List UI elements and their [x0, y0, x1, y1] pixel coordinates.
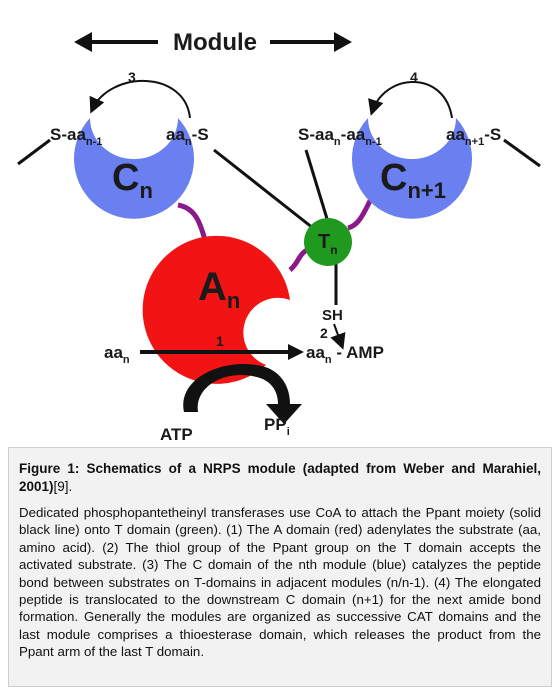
step-3-label: 3 — [128, 69, 136, 85]
label-ppi: PPi — [264, 415, 290, 438]
nrps-module-diagram: Module Cn Cn+1 3 4 An Tn S-aan-1 aan-S S… — [17, 29, 541, 444]
right-chain-line — [503, 138, 541, 168]
left-chain-line — [17, 138, 51, 166]
a-n-label: An — [198, 265, 240, 313]
module-left-arrowhead — [74, 32, 92, 52]
label-aa-n1-s: aan+1-S — [446, 125, 501, 148]
c-n1-label: Cn+1 — [380, 157, 446, 203]
caption-title-text: Figure 1: Schematics of a NRPS module (a… — [19, 461, 541, 494]
ppant-line-aa-tn — [304, 149, 330, 223]
figure-caption: Figure 1: Schematics of a NRPS module (a… — [8, 447, 552, 687]
module-label: Module — [173, 29, 257, 56]
module-right-arrowhead — [334, 32, 352, 52]
step-1-label: 1 — [216, 333, 224, 349]
module-header: Module — [74, 29, 352, 56]
label-aa-n-amp: aan - AMP — [306, 343, 384, 366]
caption-body: Dedicated phosphopantetheinyl transferas… — [19, 505, 541, 660]
c-n-label: Cn — [112, 157, 153, 203]
ppant-line-cn-tn — [213, 148, 319, 234]
label-aa-n-s: aan-S — [166, 125, 209, 148]
arrow-step-4 — [368, 81, 453, 119]
arrow-step-3 — [89, 79, 191, 119]
label-atp: ATP — [160, 425, 193, 444]
c-n1-domain — [352, 118, 472, 219]
label-sh: SH — [322, 307, 343, 324]
arrow-step-1-head — [288, 344, 304, 360]
a-n-domain — [142, 235, 290, 384]
t-n-domain — [304, 218, 352, 266]
atp-ppi-arrow — [183, 364, 302, 424]
c-n-domain — [74, 118, 195, 219]
t-n-label: Tn — [318, 231, 338, 257]
linker-cn-an — [177, 202, 208, 241]
label-aa-n-input: aan — [104, 343, 130, 366]
linker-tn-cn1 — [347, 195, 375, 231]
step-4-label: 4 — [410, 69, 418, 85]
caption-reference: [9]. — [53, 479, 73, 494]
step-2-label: 2 — [320, 325, 328, 341]
arrow-step-2 — [330, 323, 346, 350]
label-s-aa-n-1: S-aan-1 — [50, 125, 102, 148]
caption-title: Figure 1: Schematics of a NRPS module (a… — [19, 460, 541, 496]
label-s-aa-n-aa-n-1: S-aan-aan-1 — [298, 125, 382, 148]
